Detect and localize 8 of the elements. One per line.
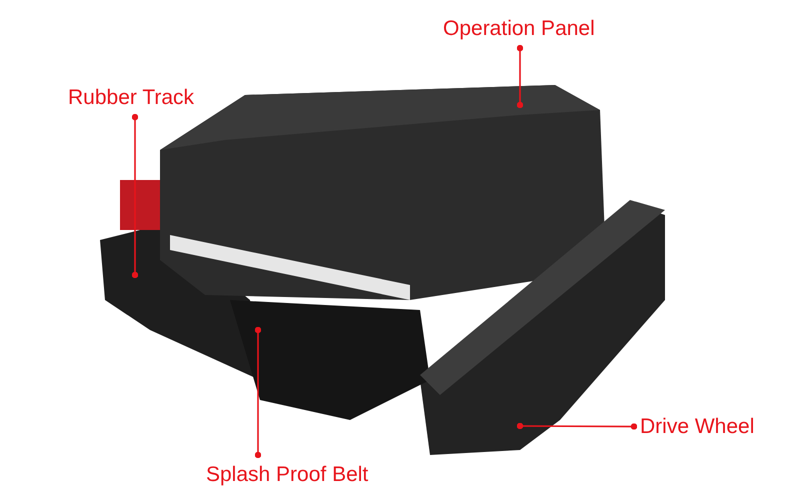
callout-label: Operation Panel: [443, 17, 595, 40]
callout-label: Splash Proof Belt: [206, 463, 368, 486]
leader-line: [516, 422, 638, 430]
callout-label: Rubber Track: [68, 86, 194, 110]
leader-line: [516, 44, 524, 108]
leader-line: [254, 326, 262, 458]
leader-line: [132, 114, 138, 278]
callout-label: Drive Wheel: [640, 415, 754, 438]
